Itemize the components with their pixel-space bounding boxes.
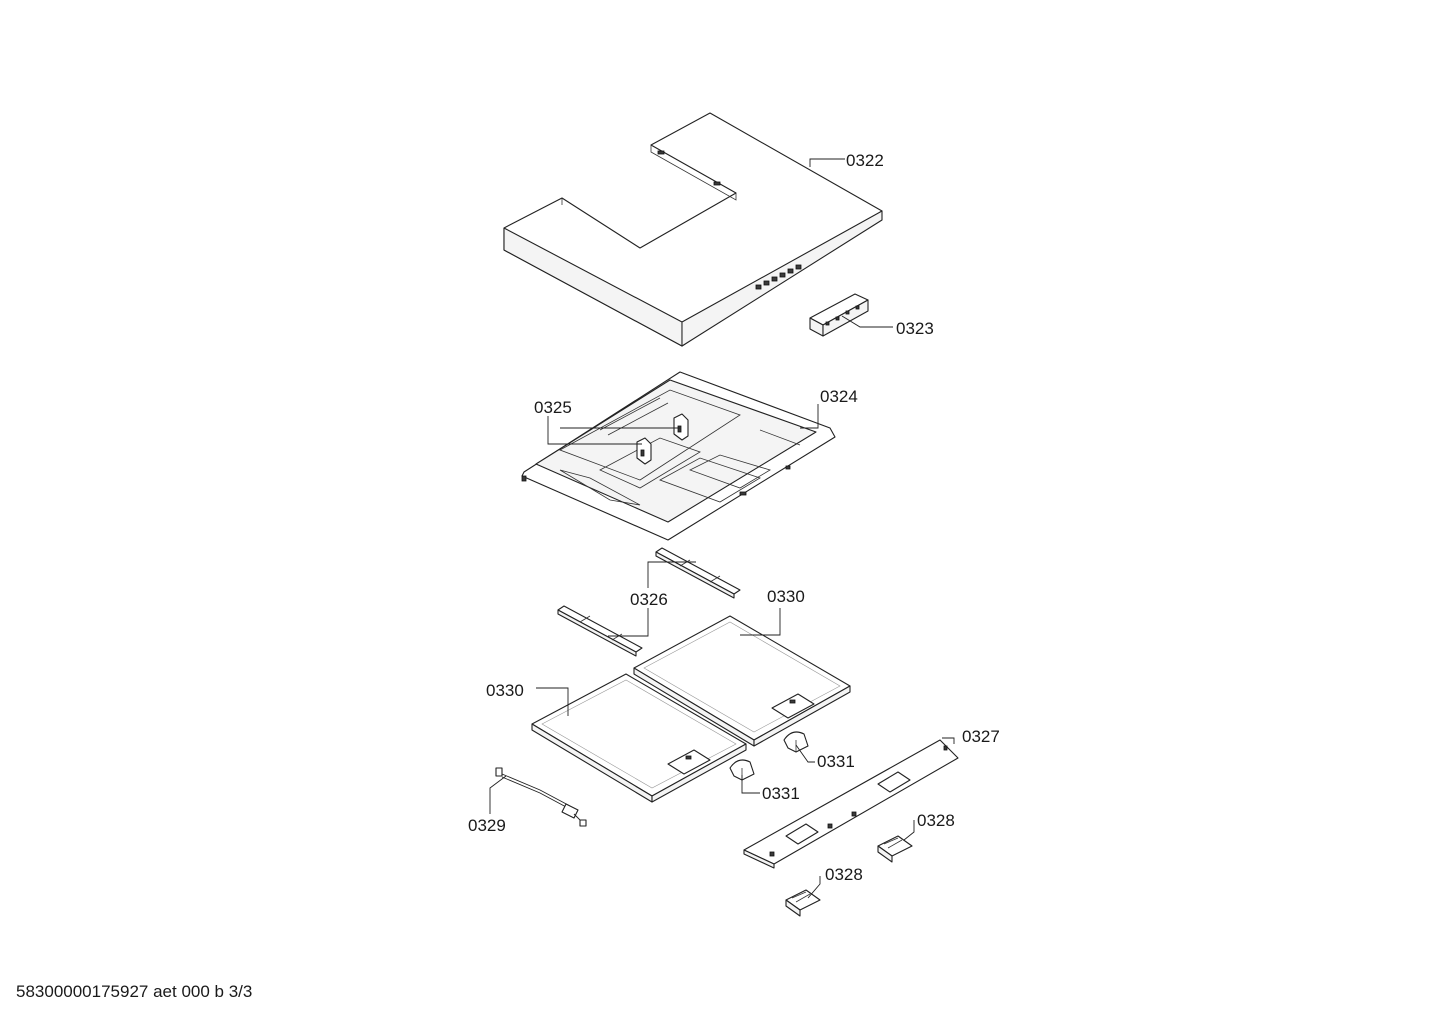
- document-footer-id: 58300000175927 aet 000 b 3/3: [16, 982, 253, 1001]
- label-0327: 0327: [962, 727, 1000, 746]
- label-0330-a: 0330: [767, 587, 805, 606]
- label-0322: 0322: [846, 151, 884, 170]
- part-0326-rail-a: [655, 547, 741, 599]
- part-0330-filter-a: [633, 615, 851, 747]
- label-0330-b: 0330: [486, 681, 524, 700]
- part-0328-clip-b: [785, 889, 821, 917]
- label-0329: 0329: [468, 816, 506, 835]
- label-0325: 0325: [534, 398, 572, 417]
- control-panel-slots: [755, 264, 802, 290]
- part-0331-knob-b: [729, 759, 755, 781]
- part-0330-filter-b: [531, 673, 747, 803]
- label-0328-b: 0328: [825, 865, 863, 884]
- part-0327-front-strip: [743, 739, 959, 869]
- part-0331-knob-a: [783, 731, 809, 753]
- label-0331-b: 0331: [762, 784, 800, 803]
- label-0324: 0324: [820, 387, 858, 406]
- leader-lines: [489, 158, 955, 899]
- label-0331-a: 0331: [817, 752, 855, 771]
- label-0323: 0323: [896, 319, 934, 338]
- part-0322-top-cover: [503, 112, 883, 347]
- part-0326-rail-b: [557, 605, 643, 657]
- part-0323-control-module: [809, 293, 869, 337]
- label-0328-a: 0328: [917, 811, 955, 830]
- label-0326: 0326: [630, 590, 668, 609]
- part-0329-cable: [495, 767, 587, 827]
- part-0325-hooks: [636, 413, 689, 465]
- part-0324-inner-housing: [521, 371, 836, 541]
- part-labels: 0322 0323 0324 0325 0326 0330 0330 0331 …: [468, 151, 1000, 884]
- part-0328-clip-a: [877, 835, 913, 863]
